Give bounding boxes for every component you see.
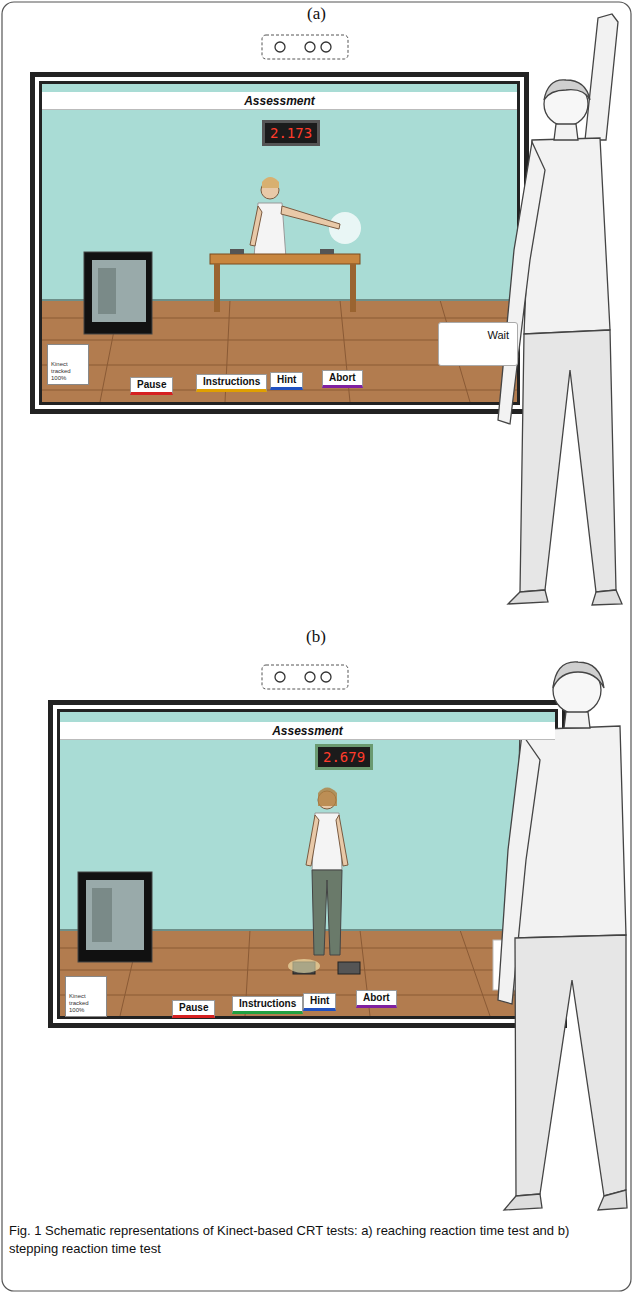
menu-button: Hint (270, 372, 303, 390)
status-box: Kinect tracked 100% (65, 976, 107, 1017)
screen (48, 700, 567, 1028)
panel-label: (b) (306, 627, 326, 647)
node-text: Kinect tracked 100% (69, 993, 89, 1013)
node-text: Abort (363, 992, 390, 1003)
node-text: Hint (310, 995, 329, 1006)
timer-display: 2.679 (315, 744, 373, 770)
menu-button: Abort (322, 370, 363, 388)
node-text: Assessment (244, 94, 315, 108)
node-text: Pause (137, 379, 166, 390)
title-bar: Assessment (42, 92, 517, 110)
person-sketch (498, 662, 627, 1210)
status-box: Kinect tracked 100% (47, 344, 89, 385)
node-text: Kinect tracked 100% (51, 361, 71, 381)
menu-button: Abort (356, 990, 397, 1008)
node-text: Instructions (203, 376, 260, 387)
figure-caption: Fig. 1 Schematic representations of Kine… (9, 1222, 621, 1258)
menu-button: Pause (172, 1000, 215, 1018)
node-text: Instructions (239, 998, 296, 1009)
timer-display: 2.173 (262, 120, 320, 146)
node-text: 2.173 (270, 125, 312, 141)
menu-button: Hint (303, 993, 336, 1011)
node-text: Hint (277, 374, 296, 385)
prompt-box: Wait (438, 322, 518, 366)
kinect-sensor (262, 665, 348, 689)
node-text: Assessment (272, 724, 343, 738)
kinect-sensor (262, 35, 348, 59)
node-text: Pause (179, 1002, 208, 1013)
node-text: 2.679 (323, 749, 365, 765)
screen (30, 72, 529, 414)
title-bar: Assessment (60, 722, 555, 740)
menu-button: Instructions (196, 374, 267, 392)
node-text: Wait (487, 329, 509, 341)
node-text: Abort (329, 372, 356, 383)
panel-label: (a) (307, 4, 326, 24)
menu-button: Instructions (232, 996, 303, 1014)
menu-button: Pause (130, 377, 173, 395)
